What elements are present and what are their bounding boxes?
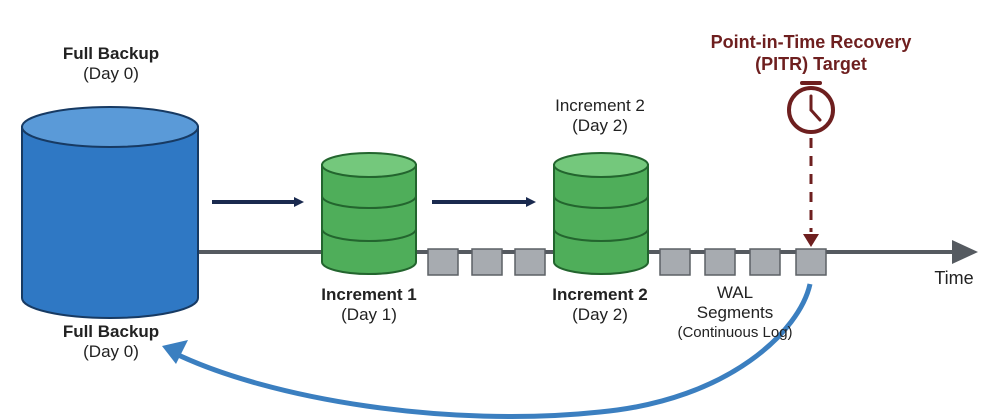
increment2-top-label: Increment 2 (Day 2) <box>555 96 645 137</box>
pitr-target-segment <box>795 248 827 276</box>
increment1-title: Increment 1 <box>321 285 417 304</box>
increment2-top-subtitle: (Day 2) <box>572 116 628 136</box>
pitr-line2: (PITR) Target <box>755 53 867 74</box>
pitr-line1: Point-in-Time Recovery <box>710 32 912 52</box>
wal-line2: Segments <box>696 303 774 323</box>
clock-icon <box>787 81 835 134</box>
pitr-label: Point-in-Time Recovery (PITR) Target <box>711 32 912 75</box>
wal-segment-icon <box>514 248 546 276</box>
time-axis-label: Time <box>934 268 974 288</box>
wal-label: WAL Segments (Continuous Log) <box>677 283 792 342</box>
increment2-bottom-subtitle: (Day 2) <box>572 305 628 325</box>
increment1-label: Increment 1 (Day 1) <box>321 285 416 326</box>
timeline-arrowhead <box>952 240 978 264</box>
full-backup-top-title: Full Backup <box>62 44 160 63</box>
wal-segment-icon <box>659 248 691 276</box>
wal-segment-icon <box>749 248 781 276</box>
full-backup-bottom-label: Full Backup (Day 0) <box>63 322 159 363</box>
recovery-arc-arrowhead <box>162 340 188 364</box>
increment1-subtitle: (Day 1) <box>341 305 397 325</box>
wal-line3: (Continuous Log) <box>677 323 793 341</box>
increment2-cylinder-icon <box>553 152 649 275</box>
wal-segment-icon <box>471 248 503 276</box>
full-backup-cylinder-icon <box>21 106 199 319</box>
wal-line1: WAL <box>716 283 754 302</box>
recovery-arc <box>170 283 813 420</box>
full-backup-bottom-title: Full Backup <box>62 322 160 341</box>
full-backup-bottom-subtitle: (Day 0) <box>83 342 139 362</box>
increment2-top-title: Increment 2 <box>555 96 645 115</box>
increment1-cylinder-icon <box>321 152 417 275</box>
increment2-bottom-title: Increment 2 <box>552 285 648 304</box>
full-backup-top-subtitle: (Day 0) <box>83 64 139 84</box>
full-backup-top-label: Full Backup (Day 0) <box>63 44 159 85</box>
wal-segment-icon <box>704 248 736 276</box>
pitr-arrowhead <box>803 234 819 247</box>
increment2-bottom-label: Increment 2 (Day 2) <box>552 285 647 326</box>
wal-segment-icon <box>427 248 459 276</box>
